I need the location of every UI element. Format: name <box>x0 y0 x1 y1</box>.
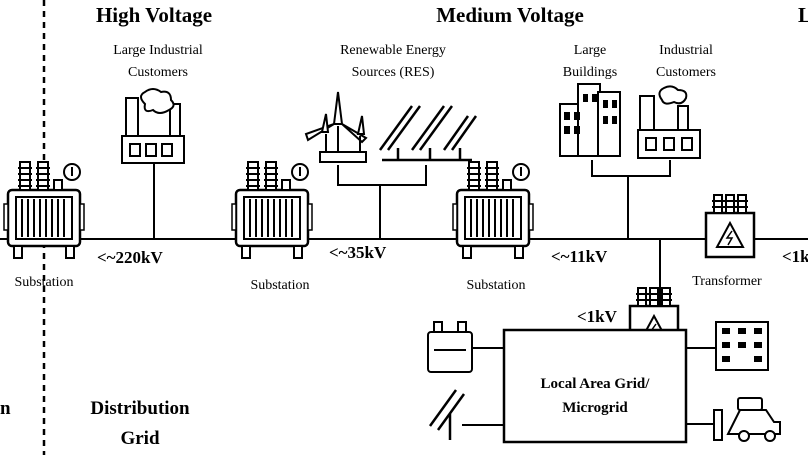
substation-icon <box>230 160 314 260</box>
label-transformer: Transformer <box>692 274 762 289</box>
solar-panels-icon <box>378 105 478 162</box>
factory-icon <box>121 88 185 164</box>
svg-text:Buildings: Buildings <box>563 65 617 80</box>
transformer-icon <box>704 193 756 259</box>
apartment-icon <box>715 321 769 371</box>
heading-high-voltage: High Voltage <box>96 3 212 27</box>
caption-renewable: Renewable Energy <box>340 43 446 58</box>
caption-large-industrial: Large Industrial <box>113 43 203 58</box>
svg-text:Grid: Grid <box>120 428 159 449</box>
label-left-partial: n <box>0 398 11 419</box>
voltage-35kv: <~35kV <box>329 243 387 262</box>
industrial-plant-icon <box>637 85 701 159</box>
wind-turbine-icon <box>304 91 368 163</box>
caption-industrial-customers: Industrial <box>659 43 713 58</box>
svg-text:Customers: Customers <box>656 65 716 80</box>
voltage-1kv-microgrid: <1kV <box>577 307 618 326</box>
svg-text:Customers: Customers <box>128 65 188 80</box>
voltage-1kv-right: <1k <box>782 247 808 266</box>
label-substation: Substation <box>14 275 73 290</box>
ev-charger-icon <box>713 397 781 442</box>
caption-large-buildings: Large <box>574 43 606 58</box>
voltage-220kv: <~220kV <box>97 248 163 267</box>
voltage-11kv: <~11kV <box>551 247 608 266</box>
label-substation: Substation <box>466 278 525 293</box>
svg-text:Sources (RES): Sources (RES) <box>352 65 435 80</box>
microgrid-box <box>502 328 688 444</box>
battery-icon <box>427 321 473 373</box>
substation-icon <box>2 160 86 260</box>
heading-medium-voltage: Medium Voltage <box>436 3 584 27</box>
label-distribution-grid: Distribution <box>90 398 190 419</box>
svg-text:Microgrid: Microgrid <box>562 400 628 416</box>
microgrid-title: Local Area Grid/ <box>541 376 651 392</box>
heading-low-voltage-partial: L <box>798 3 808 27</box>
solar-panel-icon <box>428 389 466 440</box>
label-substation: Substation <box>250 278 309 293</box>
substation-icon <box>451 160 535 260</box>
buildings-icon <box>559 83 621 157</box>
